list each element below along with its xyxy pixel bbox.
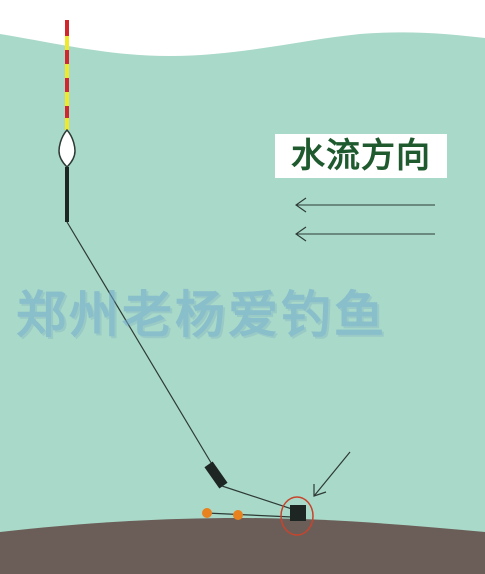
sinker-icon: [204, 461, 228, 489]
bottom-hook-line: [205, 512, 293, 518]
flow-direction-label: 水流方向: [275, 134, 447, 178]
bait-icon: [290, 505, 306, 521]
riverbed: [0, 518, 485, 574]
highlight-circle: [280, 496, 314, 536]
watermark: 郑州老杨爱钓鱼: [16, 286, 387, 344]
main-line: [66, 221, 217, 472]
split-shot-icon: [202, 508, 212, 518]
current-arrow-icon: [295, 197, 435, 213]
pointer-arrow-icon: [313, 451, 351, 497]
current-arrow-icon: [295, 226, 435, 242]
float-icon: [58, 20, 76, 222]
split-shot-icon: [233, 510, 243, 520]
